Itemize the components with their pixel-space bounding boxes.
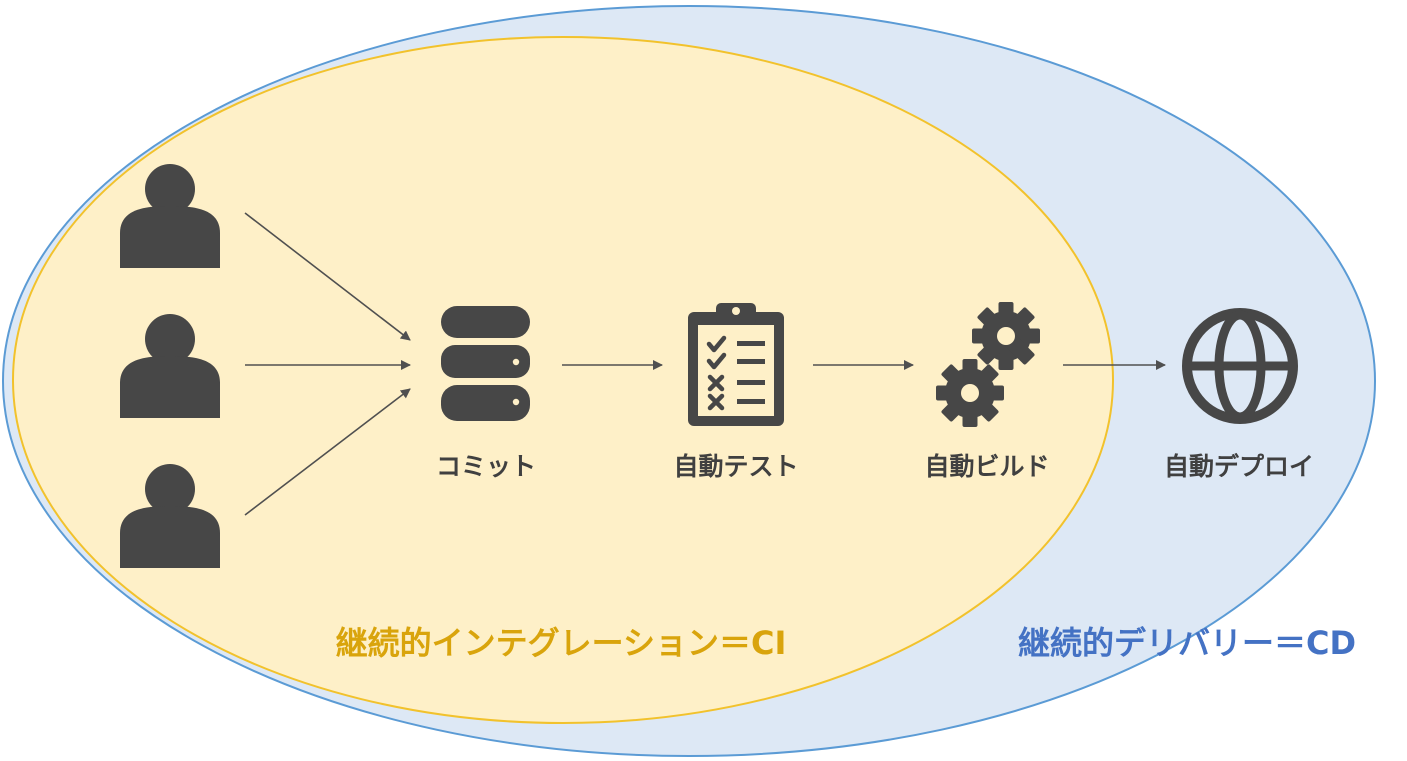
ci-region-label: 継続的インテグレーション＝CI	[335, 624, 787, 662]
arrow	[244, 212, 411, 341]
database-icon	[441, 306, 530, 421]
cd-region-label: 継続的デリバリー＝CD	[1017, 624, 1357, 662]
arrow	[244, 388, 411, 516]
step-label-auto-test: 自動テスト	[673, 452, 799, 481]
globe-icon	[1182, 308, 1298, 424]
step-label-commit: コミット	[435, 452, 537, 481]
step-label-auto-build: 自動ビルド	[924, 452, 1050, 481]
step-label-auto-deploy: 自動デプロイ	[1163, 452, 1315, 481]
ci-region	[12, 36, 1114, 724]
clipboard-checklist-icon	[688, 303, 784, 426]
gears-icon	[936, 302, 1040, 427]
